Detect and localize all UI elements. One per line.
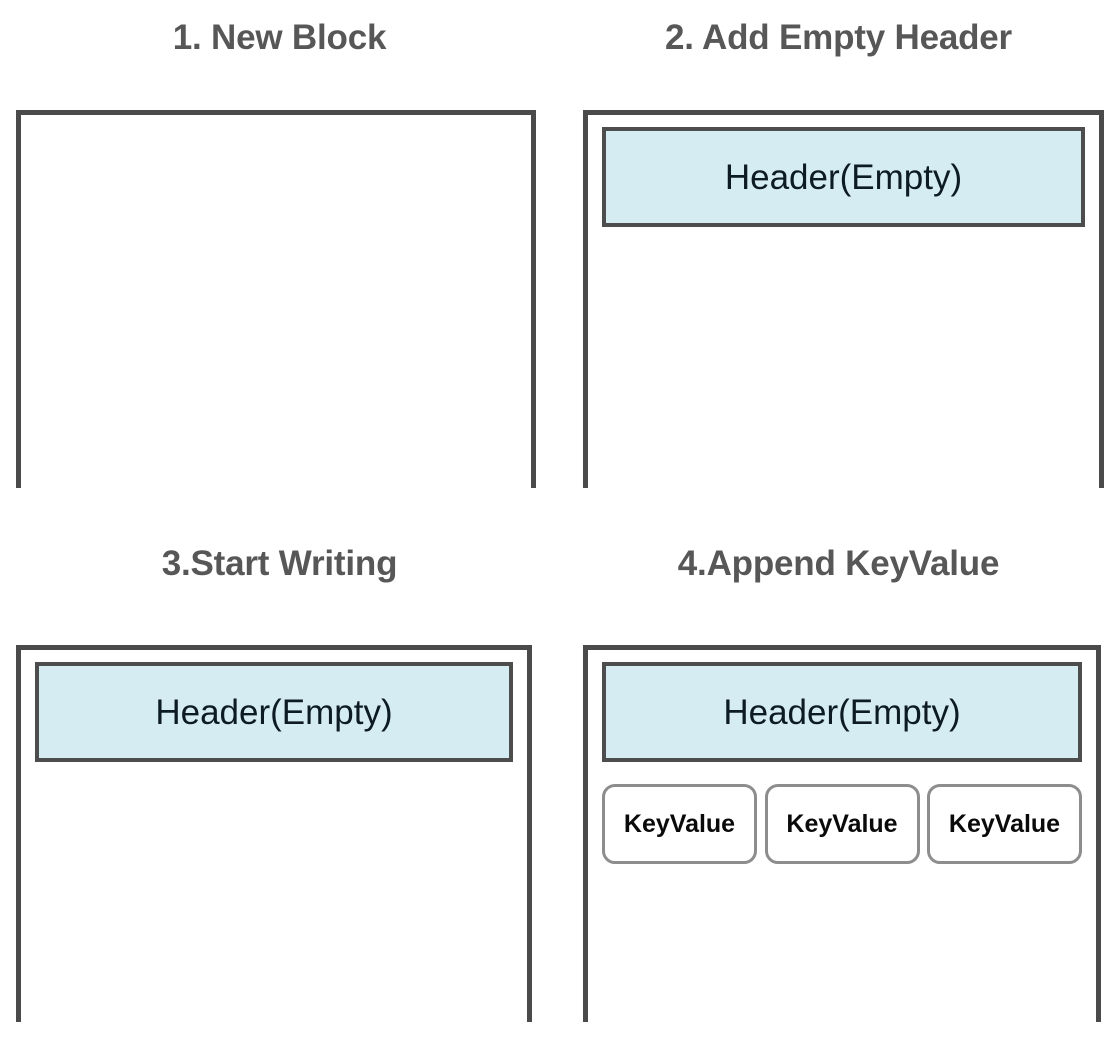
block-body-3: Header(Empty) [21,650,527,1022]
keyvalue-box: KeyValue [602,784,757,864]
block-body-4: Header(Empty) KeyValue KeyValue KeyValue [588,650,1096,1022]
panel-3-title: 3.Start Writing [161,544,398,583]
block-body-1 [21,115,531,488]
panel-start-writing: 3.Start Writing Header(Empty) [0,519,559,1038]
header-label-3: Header(Empty) [155,692,393,732]
keyvalue-label: KeyValue [623,809,736,838]
panel-append-keyvalue: 4.Append KeyValue Header(Empty) KeyValue… [559,519,1118,1038]
keyvalue-box: KeyValue [927,784,1082,864]
panel-new-block: 1. New Block [0,0,559,519]
block-outline-4: Header(Empty) KeyValue KeyValue KeyValue [583,645,1101,1022]
block-body-2: Header(Empty) [588,115,1099,488]
keyvalue-label: KeyValue [948,809,1061,838]
header-label-2: Header(Empty) [724,157,963,197]
block-outline-2: Header(Empty) [583,110,1104,488]
keyvalue-label: KeyValue [786,809,898,838]
header-box-4: Header(Empty) [602,662,1082,762]
panel-4-title: 4.Append KeyValue [677,544,1000,583]
header-label-4: Header(Empty) [723,692,961,732]
keyvalue-row: KeyValue KeyValue KeyValue [602,784,1082,864]
header-box-3: Header(Empty) [35,662,513,762]
panel-add-empty-header: 2. Add Empty Header Header(Empty) [559,0,1118,519]
header-box-2: Header(Empty) [602,127,1085,227]
panel-1-title: 1. New Block [172,18,387,57]
block-outline-3: Header(Empty) [16,645,532,1022]
block-outline-1 [16,110,536,488]
panel-2-title: 2. Add Empty Header [665,18,1012,57]
keyvalue-box: KeyValue [764,784,920,864]
